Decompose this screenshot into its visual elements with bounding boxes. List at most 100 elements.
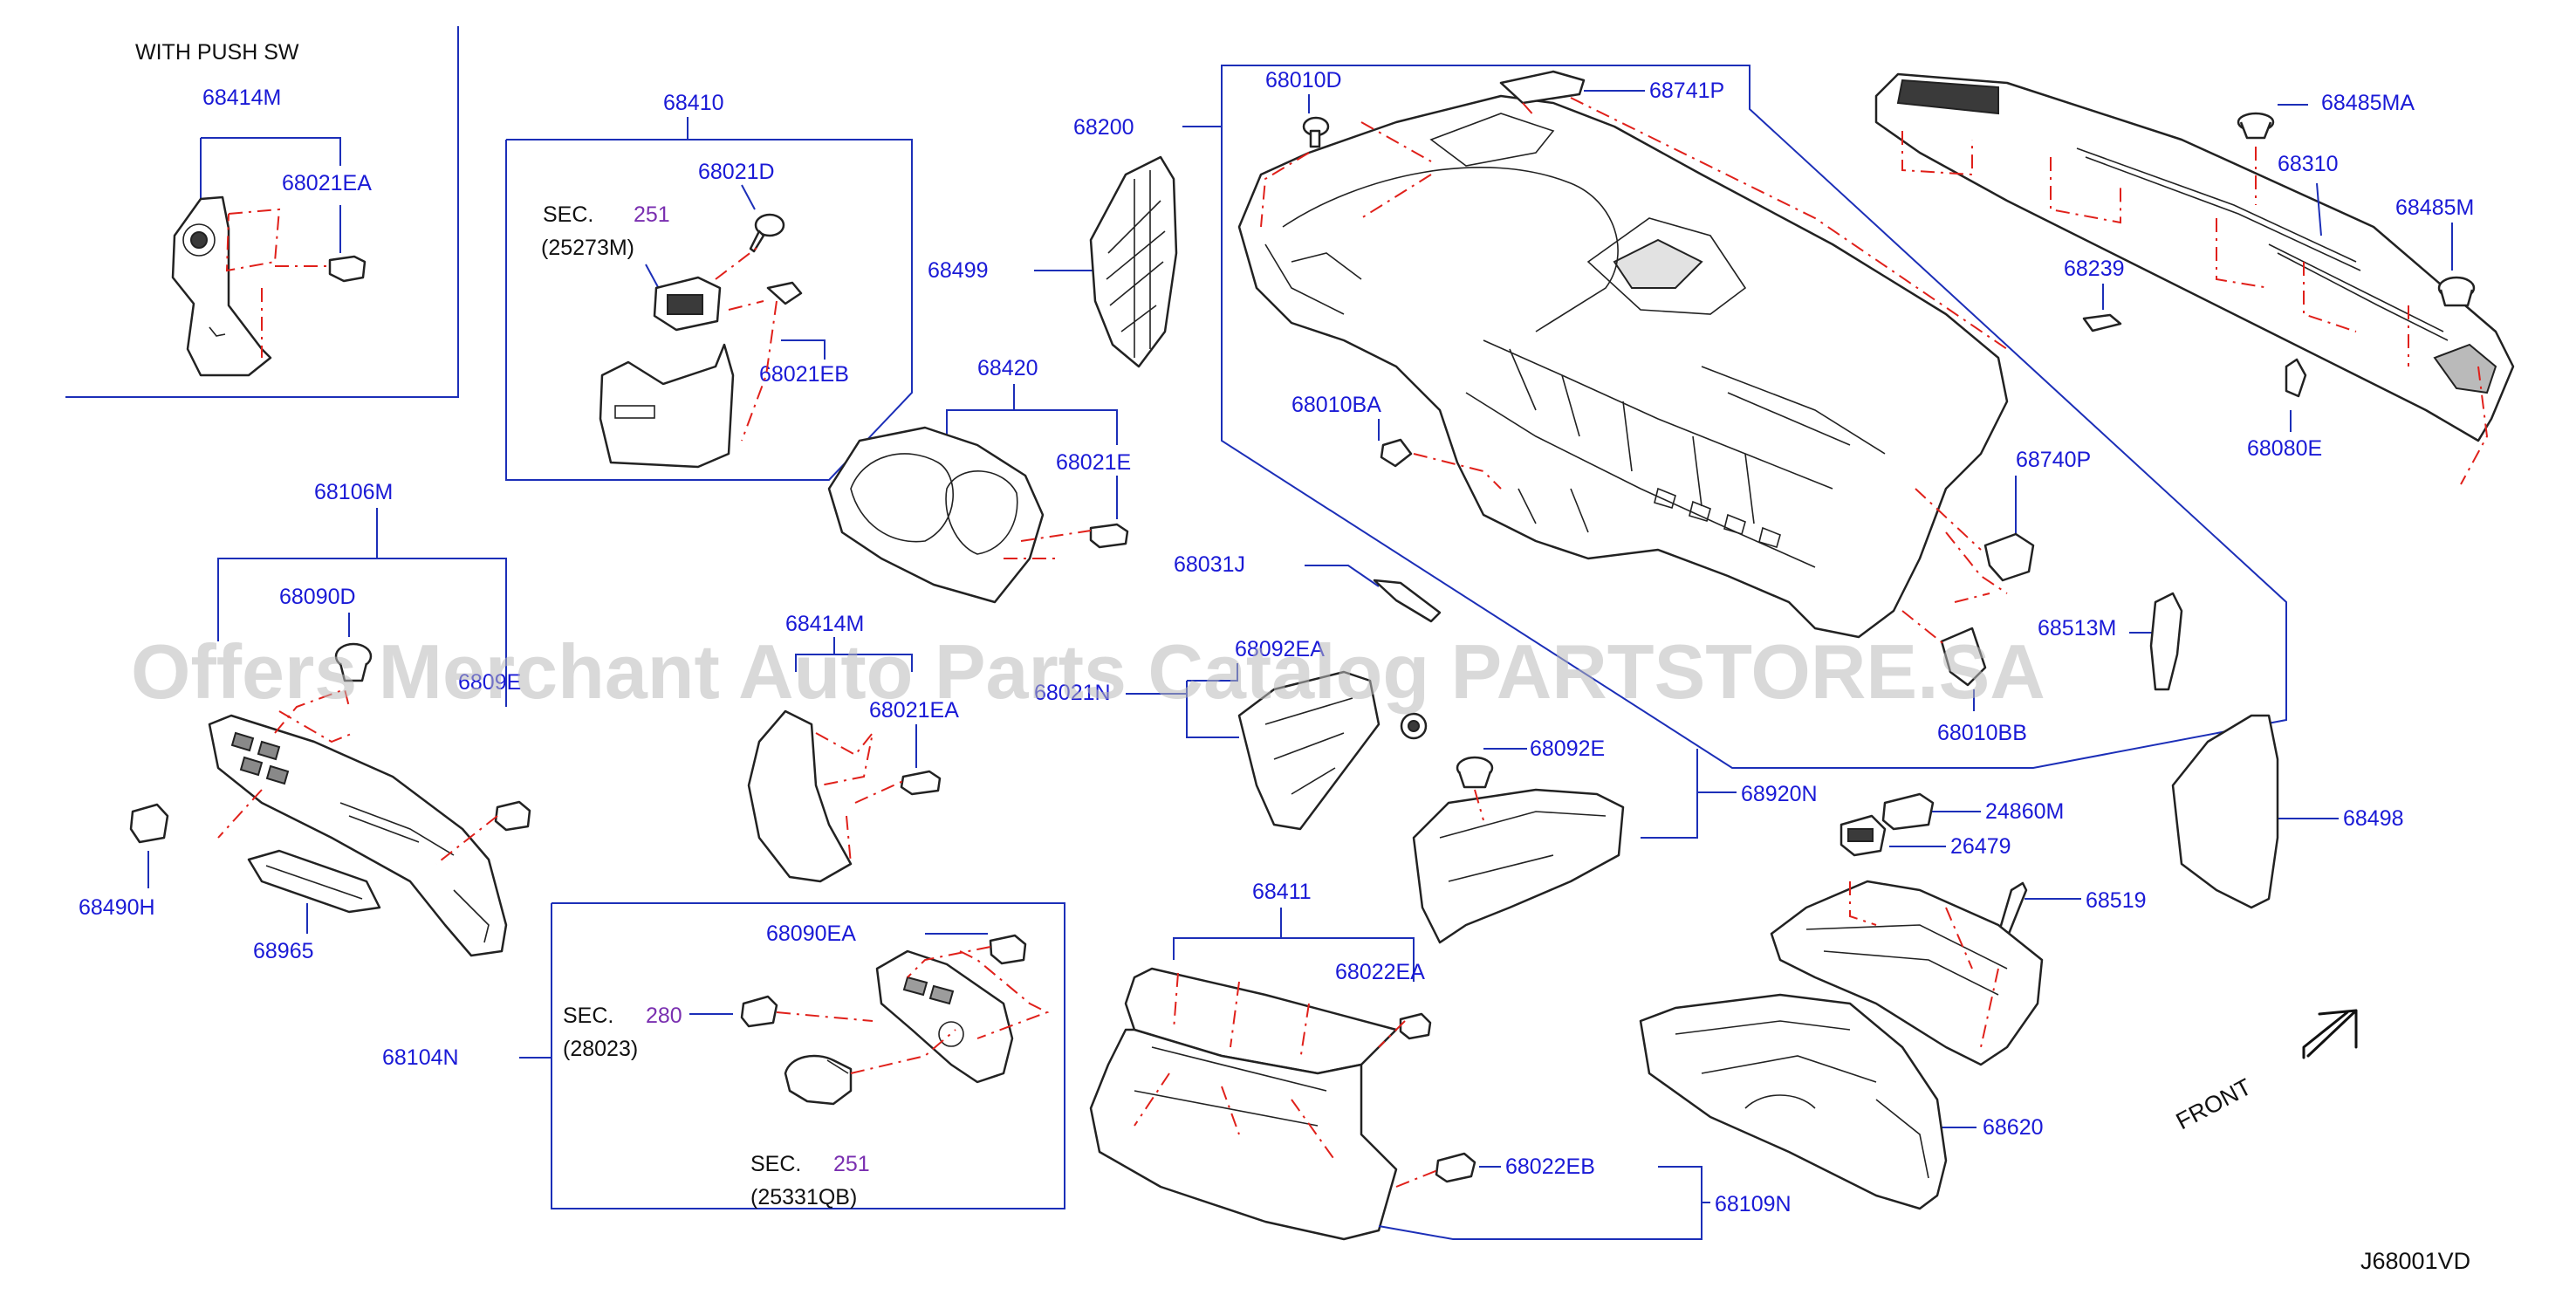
switch-panel-68104N [875, 949, 1014, 1084]
defroster-grille-68310: 68485MA 68310 68485M 68239 68080E [1874, 72, 2515, 485]
part-label-68485M[interactable]: 68485M [2395, 195, 2474, 220]
group-68411: 68411 68022EA 68022EB 68109N [1089, 880, 1792, 1241]
part-label-68021EA[interactable]: 68021EA [282, 171, 372, 195]
part-label-68090D[interactable]: 68090D [279, 585, 356, 609]
push-sw-panel [171, 195, 272, 377]
part-label-68080E[interactable]: 68080E [2247, 436, 2322, 461]
vent-68740P-icon [1983, 532, 2035, 582]
inset-title: WITH PUSH SW [135, 40, 299, 65]
part-label-68740P[interactable]: 68740P [2016, 448, 2091, 472]
part-label-68499[interactable]: 68499 [928, 258, 989, 283]
part-label-68010BA[interactable]: 68010BA [1291, 393, 1381, 417]
part-label-68021EB[interactable]: 68021EB [759, 362, 849, 387]
clip-68021EA-b-icon [900, 770, 942, 796]
clip-68021EB-icon [766, 281, 803, 305]
front-indicator: FRONT [2172, 1009, 2358, 1134]
tray-68965-icon [247, 849, 381, 914]
cluster-lid-68420: 68420 68021E [827, 356, 1131, 604]
connector-24860M-icon [1881, 792, 1935, 831]
handle-68513M-icon [2149, 592, 2183, 691]
part-label-26479[interactable]: 26479 [1950, 834, 2011, 859]
sec251-code: (25331QB) [750, 1185, 857, 1209]
sec-ref-280[interactable]: 280 [646, 1004, 682, 1028]
sec280-label: SEC. [563, 1004, 613, 1028]
sec251-label: SEC. [750, 1152, 801, 1176]
part-label-68109N[interactable]: 68109N [1715, 1192, 1792, 1216]
glove-frame [1770, 880, 2044, 1066]
sec-label: SEC. [543, 202, 593, 227]
part-label-68411[interactable]: 68411 [1252, 880, 1312, 904]
group-68021N: 68031J 68092EA 68021N [1034, 552, 1442, 831]
part-label-68021N[interactable]: 68021N [1034, 681, 1111, 705]
knee-protector-68411 [1089, 967, 1398, 1241]
part-label-68021D[interactable]: 68021D [698, 160, 775, 184]
part-label-68310[interactable]: 68310 [2278, 152, 2339, 176]
side-cover-68498: 68498 [2171, 714, 2404, 909]
switch-25331QB-icon [784, 1054, 853, 1106]
part-label-68010D[interactable]: 68010D [1265, 68, 1342, 92]
console-finisher-68106M [208, 714, 508, 957]
group-68106M: 68106M 68090D 6809E 68490H 68965 [79, 480, 531, 963]
part-label-68965[interactable]: 68965 [253, 939, 314, 963]
part-label-68519[interactable]: 68519 [2086, 888, 2147, 913]
part-label-68239[interactable]: 68239 [2064, 257, 2125, 281]
sec-ref-251[interactable]: 251 [634, 202, 670, 227]
connector-28023-icon [740, 995, 778, 1028]
sec280-code: (28023) [563, 1037, 638, 1061]
part-label-68490H[interactable]: 68490H [79, 895, 155, 920]
sec-ref-251-b[interactable]: 251 [833, 1152, 870, 1176]
side-panel-68499: 68200 68499 [928, 65, 2287, 769]
part-label-68092EA[interactable]: 68092EA [1235, 637, 1325, 661]
part-label-68021EA-b[interactable]: 68021EA [869, 698, 959, 723]
clip-68010BA-icon [1380, 438, 1413, 468]
part-label-68090E[interactable]: 6809E [458, 670, 521, 695]
part-label-68485MA[interactable]: 68485MA [2321, 91, 2415, 115]
clip-68021E-icon [1089, 523, 1129, 549]
clip-68022EB-icon [1435, 1152, 1476, 1183]
part-label-68092E[interactable]: 68092E [1530, 737, 1605, 761]
part-label-68104N[interactable]: 68104N [382, 1045, 459, 1070]
part-label-68022EB[interactable]: 68022EB [1505, 1155, 1595, 1179]
clip-68090E-icon [494, 800, 531, 832]
group-glove-frame: 24860M 26479 68519 [1770, 792, 2147, 1066]
part-label-68090EA[interactable]: 68090EA [766, 922, 856, 946]
screw-68021D-icon [749, 213, 785, 253]
part-label-68031J[interactable]: 68031J [1174, 552, 1245, 577]
bolt-68010D-icon [1302, 116, 1330, 148]
group-68920N: 68092E 68920N [1412, 737, 1818, 944]
watermark: Offers Merchant Auto Parts Catalog PARTS… [131, 628, 2045, 715]
part-label-68414M[interactable]: 68414M [202, 86, 281, 110]
part-label-68620[interactable]: 68620 [1983, 1115, 2044, 1140]
part-label-68741P[interactable]: 68741P [1649, 79, 1724, 103]
part-label-68022EA[interactable]: 68022EA [1335, 960, 1425, 984]
part-label-68200[interactable]: 68200 [1073, 115, 1134, 140]
front-label: FRONT [2172, 1073, 2256, 1134]
switch-68490H-icon [129, 803, 169, 844]
part-label-68106M[interactable]: 68106M [314, 480, 393, 504]
group-68414M-center: 68414M 68021EA [747, 612, 959, 883]
clip-68090EA-icon [989, 934, 1027, 965]
vent-68741P-icon [1499, 70, 1586, 105]
clip-68485M-icon [2437, 276, 2476, 307]
part-label-68498[interactable]: 68498 [2343, 806, 2404, 831]
instrument-panel-68200 [1237, 94, 2009, 639]
clip-68090D-icon [334, 642, 373, 682]
part-label-68410[interactable]: 68410 [663, 91, 724, 115]
part-label-68414M-b[interactable]: 68414M [785, 612, 864, 636]
bracket-68010BB-icon [1940, 627, 1987, 687]
part-label-24860M[interactable]: 24860M [1985, 799, 2064, 824]
diagram-code: J68001VD [2360, 1248, 2470, 1274]
clip-68092E-icon [1456, 756, 1494, 789]
part-label-68010BB[interactable]: 68010BB [1937, 721, 2027, 745]
lower-cover-68410 [599, 343, 735, 469]
glove-box-68620: 68620 [1639, 993, 2044, 1210]
part-label-68920N[interactable]: 68920N [1741, 782, 1818, 806]
lamp-26479-icon [1840, 814, 1887, 857]
part-label-68021E[interactable]: 68021E [1056, 450, 1131, 475]
part-label-68420[interactable]: 68420 [977, 356, 1038, 380]
clip-68092EA-icon [1400, 712, 1428, 740]
clip-68485MA-icon [2237, 112, 2275, 140]
clip-68021EA-icon [328, 255, 367, 283]
part-label-68513M[interactable]: 68513M [2038, 616, 2116, 641]
